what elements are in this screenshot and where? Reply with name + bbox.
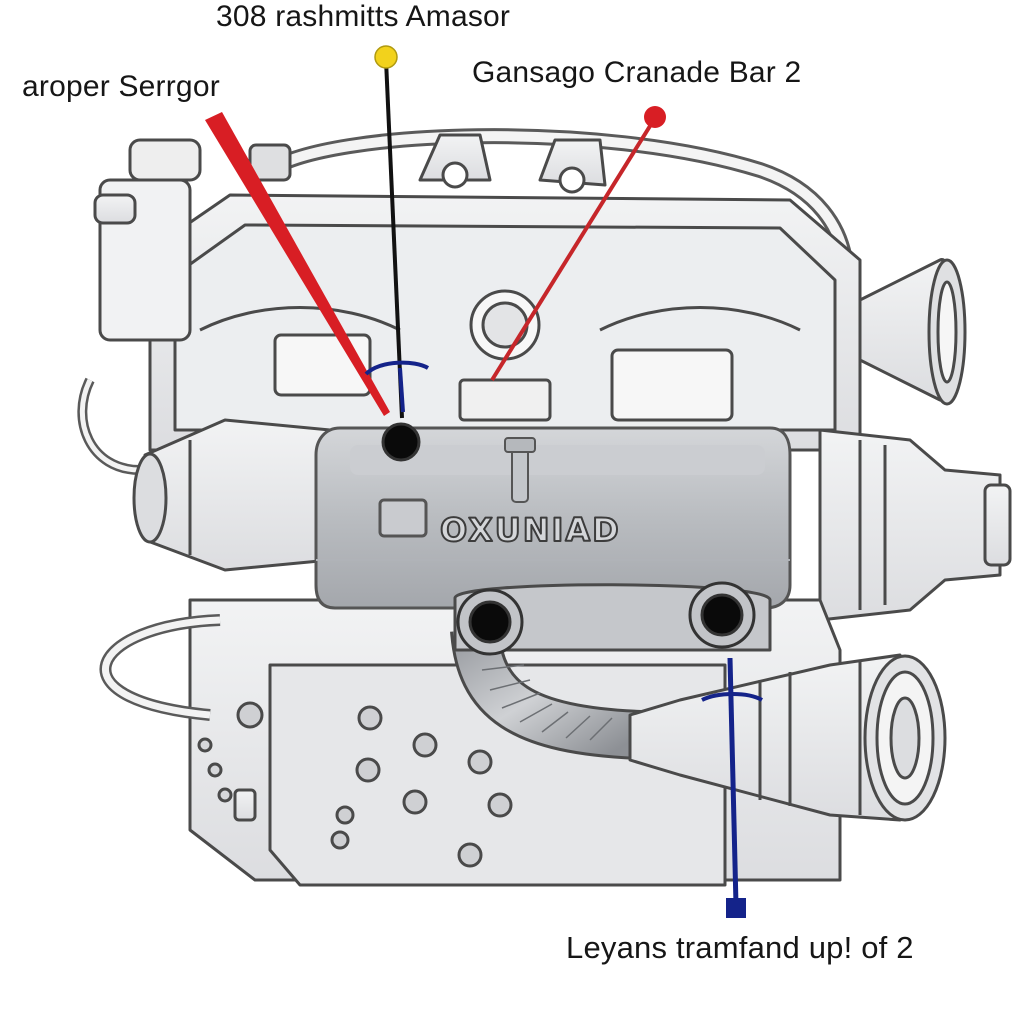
red-dot-icon xyxy=(644,106,666,128)
blue-pointer-end xyxy=(726,898,746,918)
label-top-center: 308 rashmitts Amasor xyxy=(216,0,511,33)
red-pointer-left xyxy=(205,112,390,416)
blue-pointer-bottom xyxy=(727,657,739,906)
yellow-dot-icon xyxy=(374,45,398,69)
black-pointer-center xyxy=(384,59,404,419)
port-upper xyxy=(381,422,421,462)
port-lower-left xyxy=(468,600,512,644)
blue-arc-upper xyxy=(364,360,430,376)
engine-block: OXUNIAD xyxy=(77,128,1012,887)
ports xyxy=(381,422,756,656)
valve-cover-text: OXUNIAD xyxy=(440,511,621,549)
label-bottom: Leyans tramfand up! of 2 xyxy=(566,930,914,965)
pointers xyxy=(205,45,763,918)
right-turbo xyxy=(818,428,1002,622)
port-lower-right xyxy=(700,593,744,637)
red-pointer-right xyxy=(490,116,657,382)
left-intake xyxy=(143,418,332,572)
cover-badge xyxy=(378,498,428,538)
label-top-right: Gansago Cranade Bar 2 xyxy=(472,56,802,89)
label-top-left: aroper Serrgor xyxy=(22,70,220,103)
